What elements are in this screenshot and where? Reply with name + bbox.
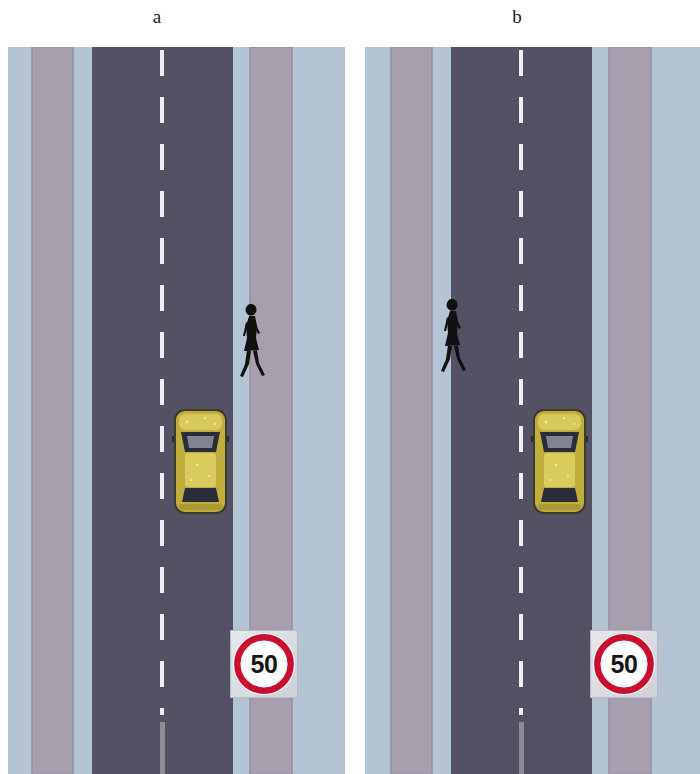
speed-limit-sign: 50: [590, 630, 658, 698]
panel-b: [359, 47, 700, 774]
speed-limit-sign: 50: [230, 630, 298, 698]
pedestrian: [240, 304, 265, 377]
panel-a: [8, 47, 345, 774]
panel-label: b: [497, 6, 537, 28]
speed-limit-value: 50: [230, 630, 298, 698]
panel-label: a: [137, 6, 177, 28]
pedestrian: [441, 299, 466, 372]
speed-limit-value: 50: [590, 630, 658, 698]
